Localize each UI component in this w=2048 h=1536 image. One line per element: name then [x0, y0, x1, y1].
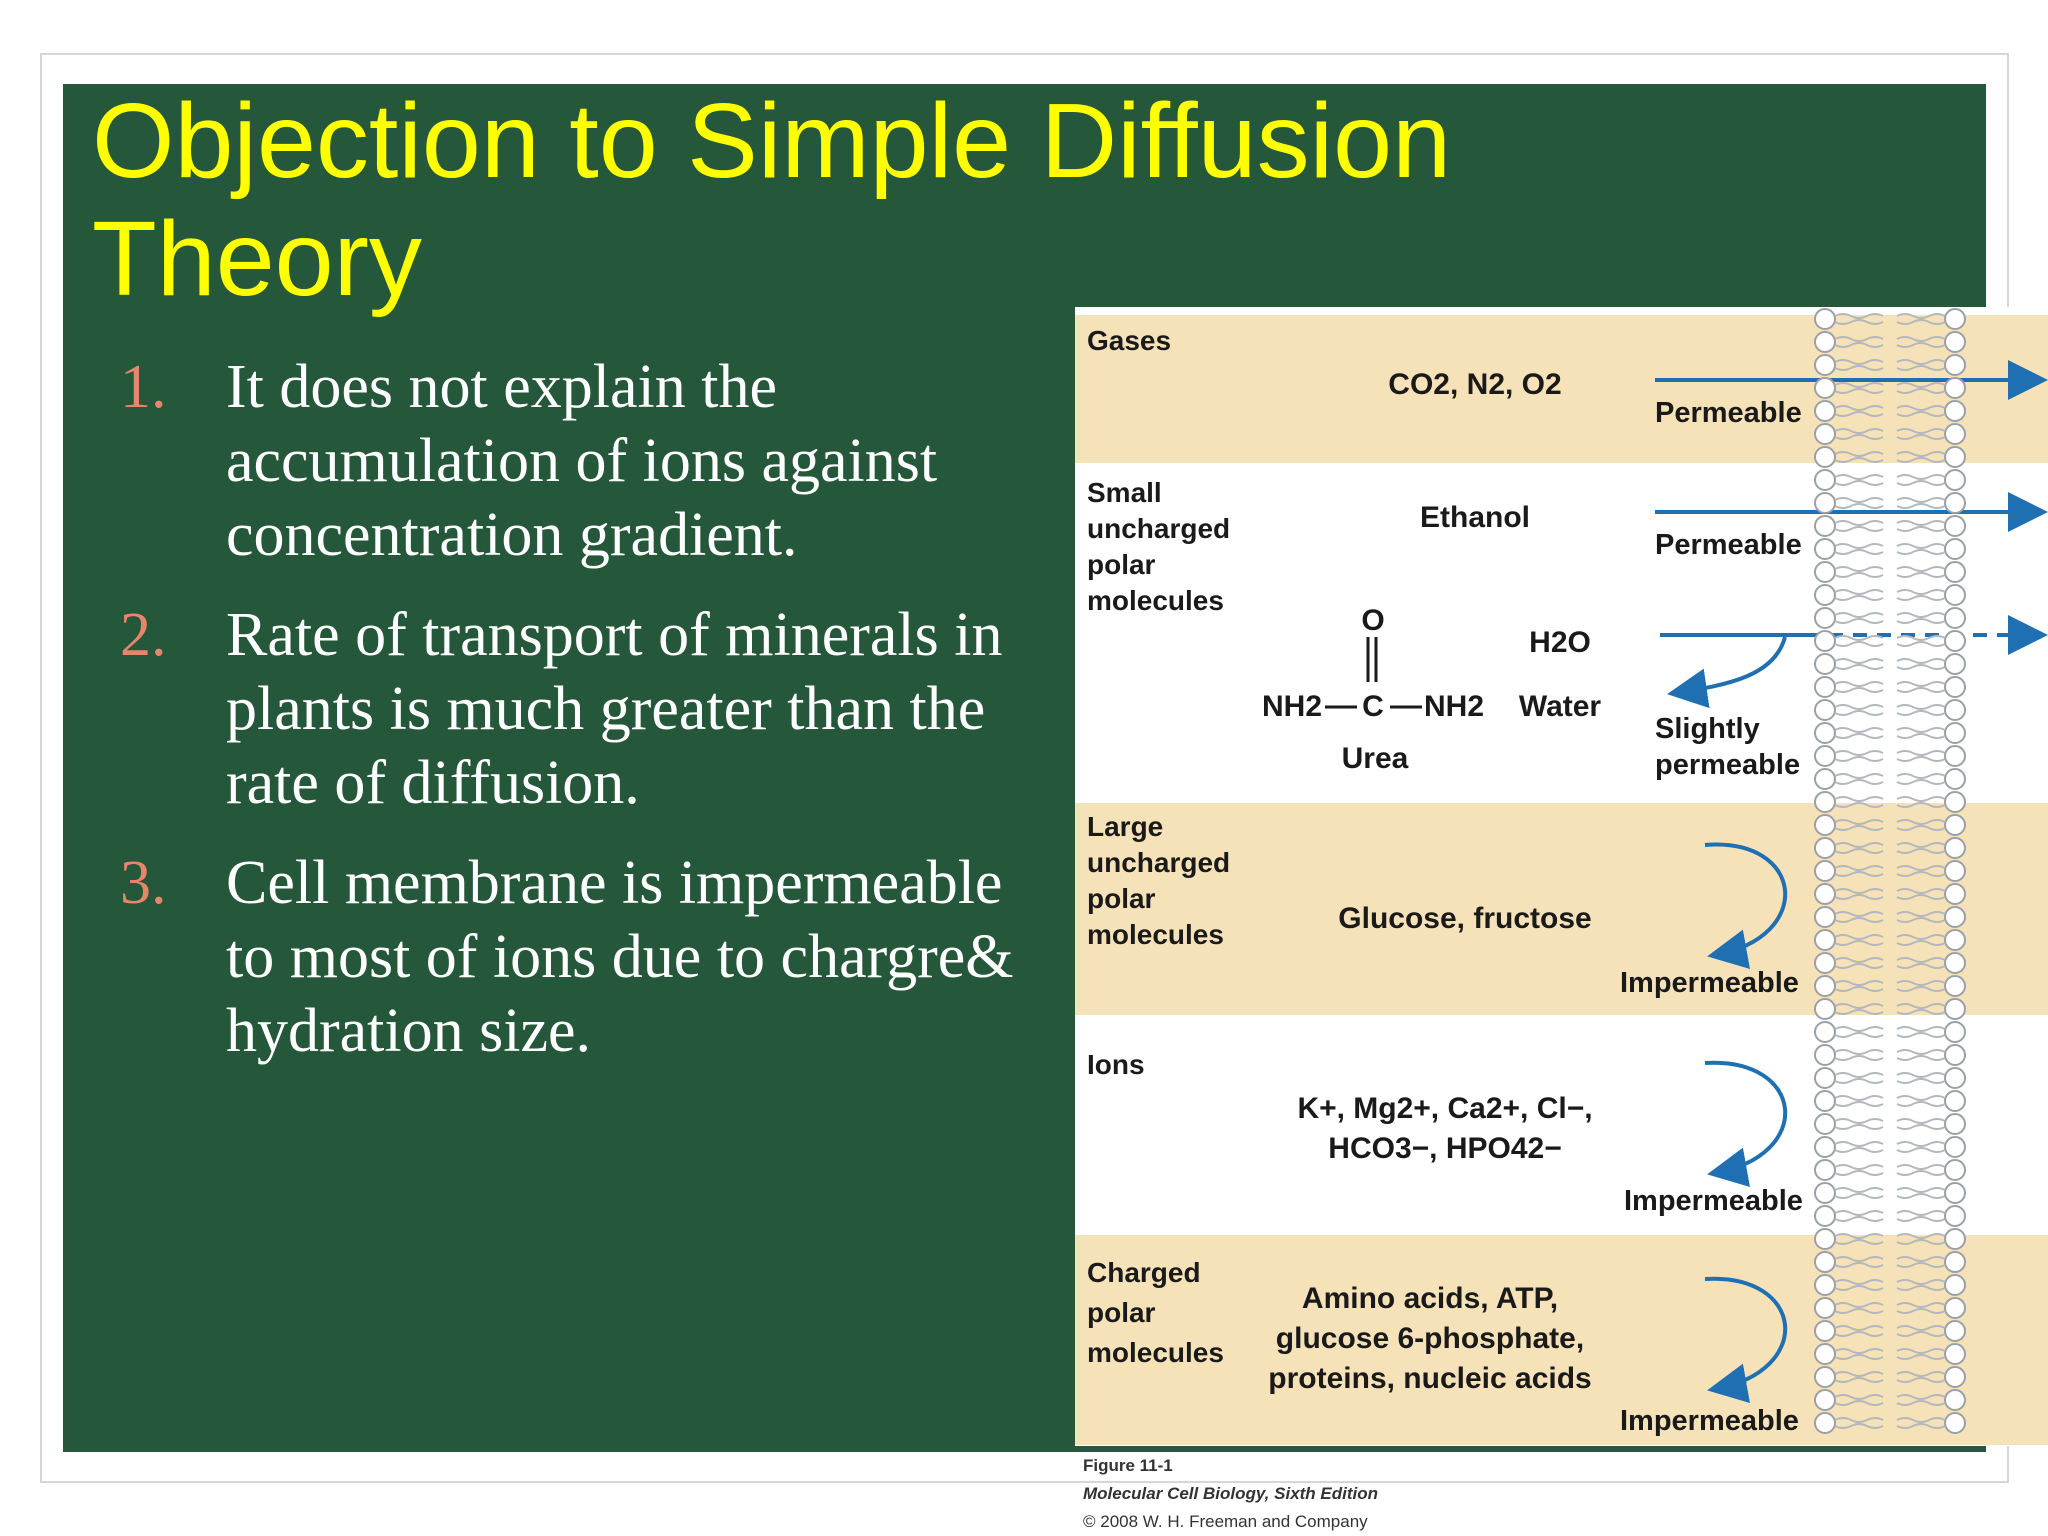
- category-line: molecules: [1087, 919, 1224, 950]
- item-text: It does not explain the accumulation of …: [226, 353, 938, 569]
- charged-polar-molecules: Amino acids, ATP, glucose 6-phosphate, p…: [1265, 1279, 1595, 1399]
- category-line: polar: [1087, 1297, 1156, 1328]
- slide-title: Objection to Simple Diffusion Theory: [92, 82, 1452, 318]
- urea-label: Urea: [1341, 742, 1409, 775]
- category-ions: Ions: [1087, 1049, 1145, 1080]
- category-line: molecules: [1087, 1337, 1224, 1368]
- slightly-permeable: Slightly permeable: [1655, 711, 1800, 783]
- urea-left-group: NH2: [1261, 690, 1322, 723]
- category-line: polar: [1087, 549, 1156, 580]
- category-line: Small: [1087, 477, 1162, 508]
- gases-permeability: Permeable: [1655, 397, 1802, 429]
- category-small-polar: Small uncharged polar molecules: [1087, 475, 1230, 619]
- band-ions: [1075, 1015, 2048, 1235]
- item-number: 2.: [120, 601, 167, 669]
- category-charged-polar: Charged polar molecules: [1087, 1253, 1224, 1373]
- urea-oxygen: O: [1361, 604, 1385, 637]
- category-large-polar: Large uncharged polar molecules: [1087, 809, 1230, 953]
- charged-polar-permeability: Impermeable: [1620, 1405, 1799, 1437]
- large-polar-molecules: Glucose, fructose: [1338, 902, 1592, 935]
- water-formula: H2O: [1529, 626, 1591, 659]
- item-text: Cell membrane is impermeable to most of …: [226, 849, 1014, 1065]
- molecule-line: proteins, nucleic acids: [1268, 1362, 1592, 1395]
- band-gases: [1075, 315, 2048, 463]
- category-line: polar: [1087, 883, 1156, 914]
- molecule-line: Amino acids, ATP,: [1301, 1282, 1559, 1315]
- lipid-bilayer: [1814, 308, 1966, 1434]
- list-item: 1. It does not explain the accumulation …: [120, 350, 1040, 572]
- category-gases: Gases: [1087, 325, 1172, 356]
- caption-figure: Figure 11-1: [1083, 1456, 1173, 1475]
- large-polar-permeability: Impermeable: [1620, 967, 1799, 999]
- molecule-line: glucose 6-phosphate,: [1275, 1322, 1585, 1355]
- category-line: molecules: [1087, 585, 1224, 616]
- ethanol-permeability: Permeable: [1655, 529, 1802, 561]
- band-charged-polar: [1075, 1235, 2048, 1445]
- category-line: Charged: [1087, 1257, 1201, 1288]
- figure-caption: Figure 11-1 Molecular Cell Biology, Sixt…: [1083, 1452, 1378, 1536]
- ethanol-label: Ethanol: [1420, 501, 1530, 534]
- list-item: 2. Rate of transport of minerals in plan…: [120, 598, 1040, 820]
- item-number: 3.: [120, 849, 167, 917]
- water-label: Water: [1518, 690, 1602, 723]
- ions-line-2: HCO3−, HPO42−: [1328, 1132, 1562, 1165]
- list-item: 3. Cell membrane is impermeable to most …: [120, 846, 1040, 1068]
- caption-book: Molecular Cell Biology, Sixth Edition: [1083, 1484, 1379, 1503]
- ions-bounce-arrow: [1704, 1060, 1787, 1187]
- urea-carbon: C: [1362, 690, 1384, 723]
- item-text: Rate of transport of minerals in plants …: [226, 601, 1003, 817]
- category-line: uncharged: [1087, 847, 1231, 878]
- ions-permeability: Impermeable: [1624, 1185, 1803, 1217]
- category-line: uncharged: [1087, 513, 1231, 544]
- slightly-line: Slightly: [1655, 713, 1760, 745]
- figure-graphics: [1325, 360, 2048, 1403]
- slightly-bounce-arrow: [1667, 636, 1787, 709]
- gases-molecules: CO2, N2, O2: [1388, 368, 1562, 401]
- large-polar-bounce-arrow: [1704, 842, 1787, 969]
- band-large-polar: [1075, 803, 2048, 1015]
- urea-right-group: NH2: [1423, 690, 1484, 723]
- membrane-permeability-figure: Gases CO2, N2, O2 Permeable Small unchar…: [1075, 307, 2048, 1446]
- slightly-line: permeable: [1655, 749, 1801, 781]
- charged-polar-bounce-arrow: [1704, 1276, 1787, 1403]
- item-number: 1.: [120, 353, 167, 421]
- caption-copyright: © 2008 W. H. Freeman and Company: [1083, 1512, 1368, 1531]
- ions-line-1: K+, Mg2+, Ca2+, Cl−,: [1297, 1092, 1593, 1125]
- bullet-list: 1. It does not explain the accumulation …: [120, 350, 1040, 1094]
- category-line: Large: [1087, 811, 1164, 842]
